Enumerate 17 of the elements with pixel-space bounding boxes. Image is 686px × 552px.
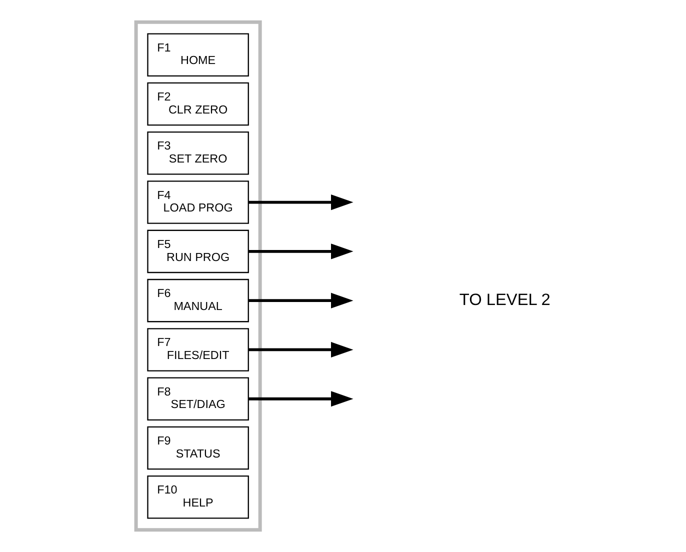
- arrow: [248, 292, 354, 308]
- node-box: F4 LOAD PROG: [147, 180, 249, 224]
- node-box: F5 RUN PROG: [147, 230, 249, 274]
- node-box: F7 FILES/EDIT: [147, 328, 249, 372]
- node-box: F3 SET ZERO: [147, 131, 249, 175]
- arrow: [248, 244, 354, 260]
- node-box: F9 STATUS: [147, 426, 249, 470]
- cluster: [134, 20, 262, 532]
- node-box: F10 HELP: [147, 476, 249, 519]
- node-box: F1 HOME: [147, 33, 249, 76]
- arrow: [248, 391, 354, 407]
- node-box: F6 MANUAL: [147, 278, 249, 322]
- arrow: [248, 194, 354, 210]
- node-box: F2 CLR ZERO: [147, 82, 249, 126]
- arrow: [248, 342, 354, 358]
- label: TO LEVEL 2: [459, 290, 550, 309]
- node-box: F8 SET/DIAG: [147, 377, 249, 421]
